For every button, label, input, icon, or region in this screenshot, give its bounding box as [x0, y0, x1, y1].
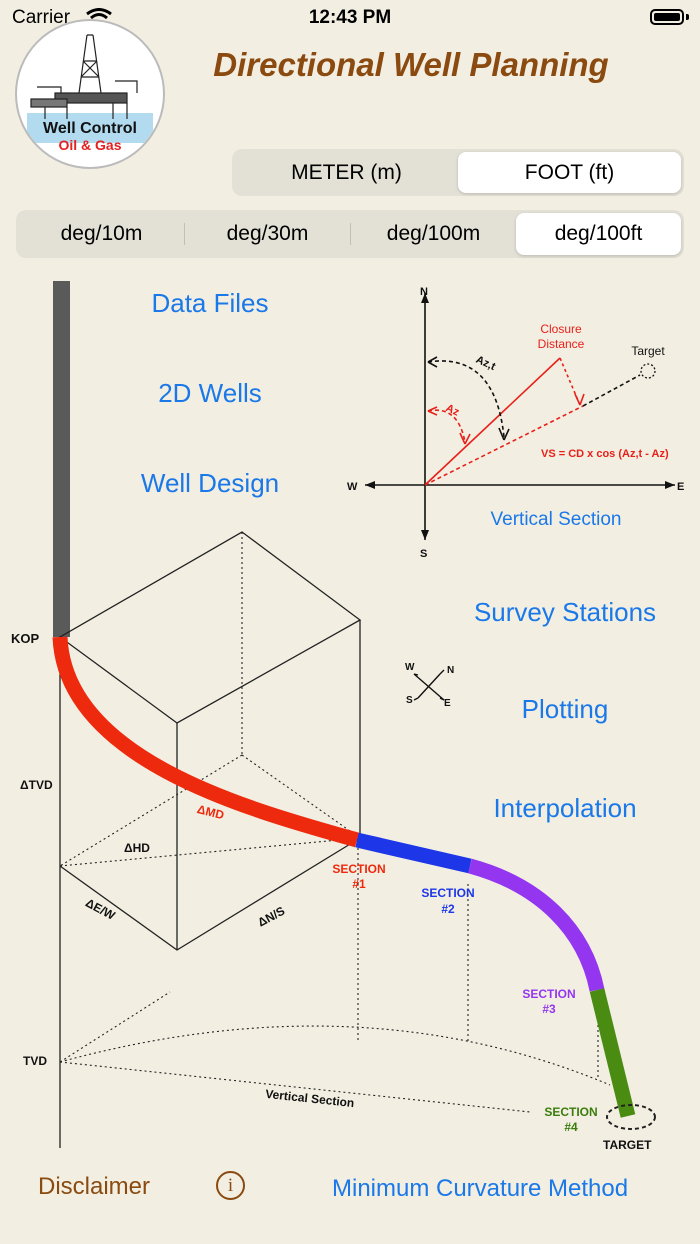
svg-text:S: S — [420, 548, 427, 560]
section-4-number: #4 — [564, 1120, 578, 1134]
section-2-number: #2 — [441, 902, 455, 916]
interpolation-link[interactable]: Interpolation — [493, 793, 637, 823]
units-segmented-control[interactable]: METER (m) FOOT (ft) — [232, 149, 684, 196]
dogleg-unit-segmented-control[interactable]: deg/10m deg/30m deg/100m deg/100ft — [16, 210, 684, 258]
svg-text:N: N — [420, 286, 428, 298]
well-design-link[interactable]: Well Design — [140, 468, 280, 498]
vertical-section-label: Vertical Section — [265, 1087, 355, 1110]
segment-deg-100m[interactable]: deg/100m — [386, 222, 481, 245]
segment-foot[interactable]: FOOT (ft) — [458, 152, 681, 193]
compass-rose-icon: W N S E — [405, 662, 454, 709]
svg-text:E: E — [444, 698, 451, 709]
vertical-casing — [53, 281, 70, 637]
plotting-link[interactable]: Plotting — [521, 694, 609, 724]
svg-text:W: W — [347, 481, 358, 493]
dmd-label: ΔMD — [196, 802, 226, 822]
target-circle — [606, 1104, 656, 1130]
closure-label-line1: Closure — [540, 322, 582, 336]
info-icon[interactable]: i — [216, 1171, 245, 1200]
vertical-section-compass: N S W E Az,t Az Closure Distance Target … — [347, 286, 684, 560]
svg-text:E: E — [677, 481, 684, 493]
section-1-path — [52, 636, 360, 848]
section-2-label: SECTION — [421, 886, 474, 900]
data-files-link[interactable]: Data Files — [151, 288, 269, 318]
target-compass-label: Target — [631, 344, 665, 358]
segment-meter[interactable]: METER (m) — [291, 160, 402, 184]
2d-wells-link[interactable]: 2D Wells — [158, 378, 262, 408]
dhd-label: ΔHD — [124, 841, 150, 855]
svg-text:S: S — [406, 695, 413, 706]
section-3-path — [468, 858, 605, 992]
svg-text:Well Control: Well Control — [43, 120, 137, 137]
section-4-label: SECTION — [544, 1105, 597, 1119]
page-title: Directional Well Planning — [213, 46, 609, 83]
segment-deg-10m[interactable]: deg/10m — [60, 222, 143, 245]
segment-deg-30m[interactable]: deg/30m — [226, 222, 309, 245]
hidden-edges — [59, 532, 611, 1113]
target-label: TARGET — [603, 1138, 652, 1152]
section-1-label: SECTION — [332, 862, 385, 876]
survey-stations-link[interactable]: Survey Stations — [473, 597, 657, 627]
status-time: 12:43 PM — [308, 7, 392, 28]
dns-label: ΔN/S — [255, 904, 287, 930]
tvd-label: TVD — [23, 1054, 47, 1068]
carrier-label: Carrier — [12, 7, 71, 28]
section-3-label: SECTION — [522, 987, 575, 1001]
svg-text:N: N — [447, 665, 454, 676]
section-4-path — [589, 988, 636, 1118]
minimum-curvature-link[interactable]: Minimum Curvature Method — [332, 1175, 629, 1202]
section-2-path — [355, 832, 472, 874]
status-bar: Carrier 12:43 PM — [0, 0, 700, 36]
company-logo: Well Control Oil & Gas — [15, 19, 165, 169]
svg-text:Oil & Gas: Oil & Gas — [58, 137, 121, 153]
section-1-number: #1 — [352, 877, 366, 891]
battery-icon — [650, 9, 684, 25]
vertical-section-caption: Vertical Section — [490, 509, 622, 530]
svg-text:W: W — [405, 662, 415, 673]
segment-deg-100ft[interactable]: deg/100ft — [516, 213, 681, 255]
section-3-number: #3 — [542, 1002, 556, 1016]
rig-icon: Well Control Oil & Gas — [27, 34, 153, 153]
closure-label-line2: Distance — [538, 337, 585, 351]
azt-label: Az,t — [474, 354, 498, 374]
dew-label: ΔE/W — [83, 896, 118, 923]
kop-label: KOP — [11, 631, 40, 646]
az-label: Az — [444, 402, 462, 419]
vs-formula: VS = CD x cos (Az,t - Az) — [541, 448, 669, 460]
dtvd-label: ΔTVD — [20, 778, 53, 792]
disclaimer-link[interactable]: Disclaimer — [38, 1173, 151, 1200]
wireframe-box — [58, 531, 362, 1148]
